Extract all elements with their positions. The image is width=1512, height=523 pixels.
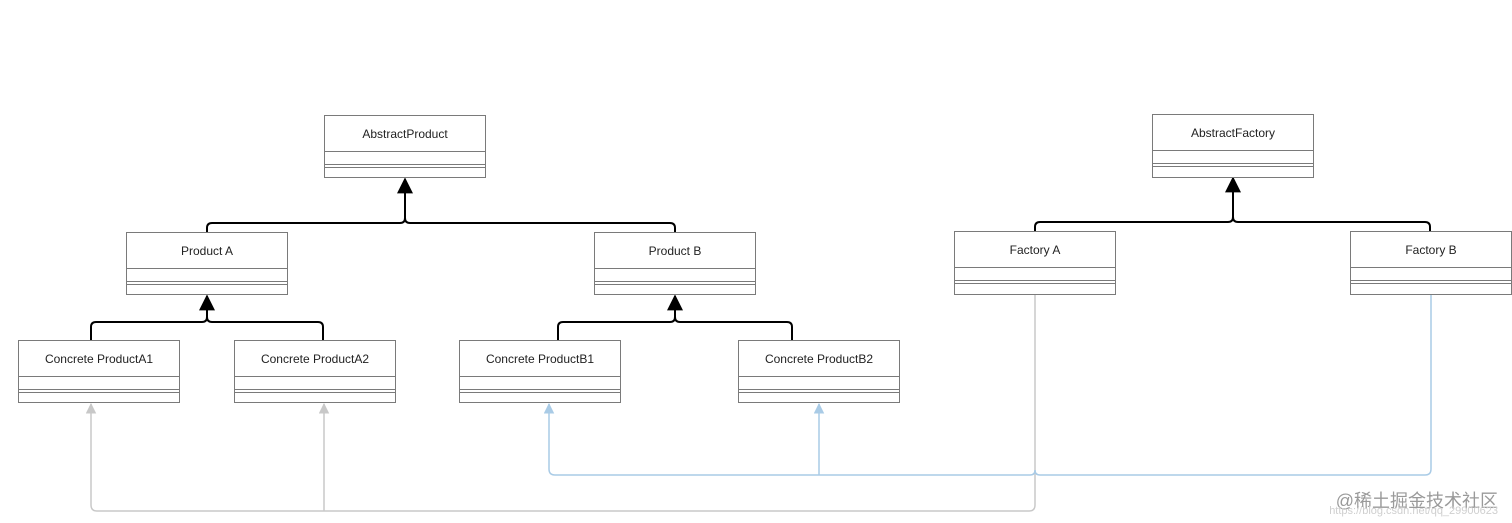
inherit-concrete-b2-edge xyxy=(674,316,793,341)
class-name: Concrete ProductB1 xyxy=(460,341,620,377)
class-name: Product A xyxy=(127,233,287,269)
operations-compartment xyxy=(739,392,899,403)
inherit-factory-b-edge xyxy=(1232,216,1431,232)
inherit-product-b-edge xyxy=(404,217,676,233)
operations-compartment xyxy=(127,284,287,295)
attributes-compartment xyxy=(739,377,899,390)
watermark-url: https://blog.csdn.net/qq_29900623 xyxy=(1329,505,1498,517)
attributes-compartment xyxy=(595,269,755,282)
attributes-compartment xyxy=(325,152,485,165)
operations-compartment xyxy=(235,392,395,403)
attributes-compartment xyxy=(460,377,620,390)
factory-b-dependency-edge xyxy=(543,295,1432,476)
operations-compartment xyxy=(1153,166,1313,177)
inherit-concrete-a1-edge xyxy=(90,294,215,341)
class-name: Concrete ProductA2 xyxy=(235,341,395,377)
operations-compartment xyxy=(595,284,755,295)
class-name: AbstractProduct xyxy=(325,116,485,152)
class-name: Factory B xyxy=(1351,232,1511,268)
class-name: Product B xyxy=(595,233,755,269)
operations-compartment xyxy=(325,167,485,178)
attributes-compartment xyxy=(1153,151,1313,164)
operations-compartment xyxy=(955,283,1115,294)
inherit-product-a-edge xyxy=(206,177,413,233)
concrete-product-b1-class[interactable]: Concrete ProductB1 xyxy=(459,340,621,403)
attributes-compartment xyxy=(955,268,1115,281)
concrete-product-b2-class[interactable]: Concrete ProductB2 xyxy=(738,340,900,403)
class-name: Concrete ProductB2 xyxy=(739,341,899,377)
factory-b-class[interactable]: Factory B xyxy=(1350,231,1512,295)
class-name: Concrete ProductA1 xyxy=(19,341,179,377)
factory-a-dependency-edge xyxy=(85,295,1036,512)
attributes-compartment xyxy=(19,377,179,390)
class-name: Factory A xyxy=(955,232,1115,268)
product-b-class[interactable]: Product B xyxy=(594,232,756,295)
abstract-factory-class[interactable]: AbstractFactory xyxy=(1152,114,1314,178)
operations-compartment xyxy=(19,392,179,403)
concrete-product-a2-class[interactable]: Concrete ProductA2 xyxy=(234,340,396,403)
watermark-text: @稀土掘金技术社区 xyxy=(1335,491,1498,511)
attributes-compartment xyxy=(1351,268,1511,281)
attributes-compartment xyxy=(127,269,287,282)
operations-compartment xyxy=(1351,283,1511,294)
inherit-concrete-b1-edge xyxy=(557,294,683,341)
watermark: @稀土掘金技术社区 https://blog.csdn.net/qq_29900… xyxy=(1329,487,1498,517)
concrete-product-a1-class[interactable]: Concrete ProductA1 xyxy=(18,340,180,403)
product-a-class[interactable]: Product A xyxy=(126,232,288,295)
inherit-concrete-a2-edge xyxy=(206,316,324,341)
operations-compartment xyxy=(460,392,620,403)
inherit-factory-a-edge xyxy=(1034,176,1241,232)
class-name: AbstractFactory xyxy=(1153,115,1313,151)
abstract-product-class[interactable]: AbstractProduct xyxy=(324,115,486,178)
factory-a-class[interactable]: Factory A xyxy=(954,231,1116,295)
attributes-compartment xyxy=(235,377,395,390)
